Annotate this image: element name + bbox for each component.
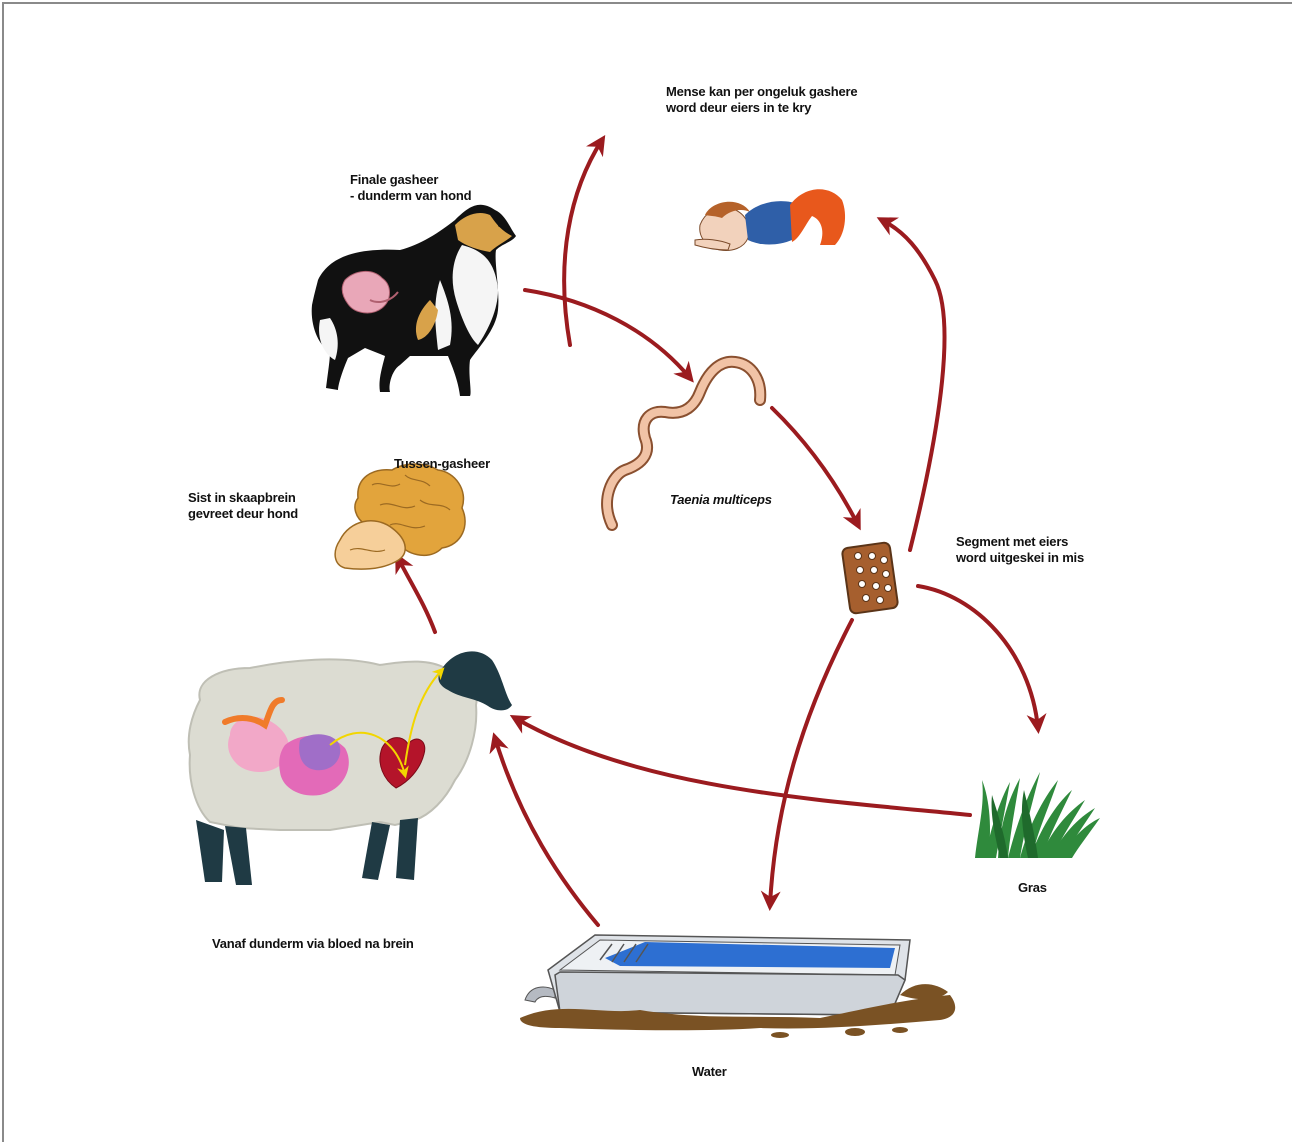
tapeworm-icon [601,355,767,531]
child-icon [694,189,846,251]
brain-title-label: Tussen-gasheer [394,456,490,471]
grass-icon [975,772,1100,858]
worm-label: Taenia multiceps [670,492,772,507]
cycle-arrows [395,134,1047,927]
water-label: Water [692,1064,727,1079]
segment-label: Segment met eiers word uitgeskei in mis [956,534,1084,565]
dog-icon [311,204,516,396]
arrow-segment-to-grass [916,584,1047,734]
dog-label: Finale gasheer - dunderm van hond [350,172,472,203]
sheep-label: Vanaf dunderm via bloed na brein [212,936,414,951]
brain-label: Sist in skaapbrein gevreet deur hond [188,490,299,521]
egg-segment-icon [841,541,899,615]
arrow-water-to-sheep [489,732,600,927]
water-trough-icon [520,934,956,1038]
arrow-dog-to-worm [523,288,694,383]
arrow-segment-to-water [760,618,854,911]
sheep-icon [187,651,512,885]
arrow-segment-to-human [876,217,947,552]
arrow-worm-to-segment [770,406,861,531]
brain-cyst-icon [334,463,466,570]
arrow-dog-to-human [562,134,606,347]
arrow-grass-to-sheep [509,715,972,817]
human-label: Mense kan per ongeluk gashere word deur … [666,84,858,115]
arrow-sheep-to-brain [395,552,437,634]
grass-label: Gras [1018,880,1047,895]
